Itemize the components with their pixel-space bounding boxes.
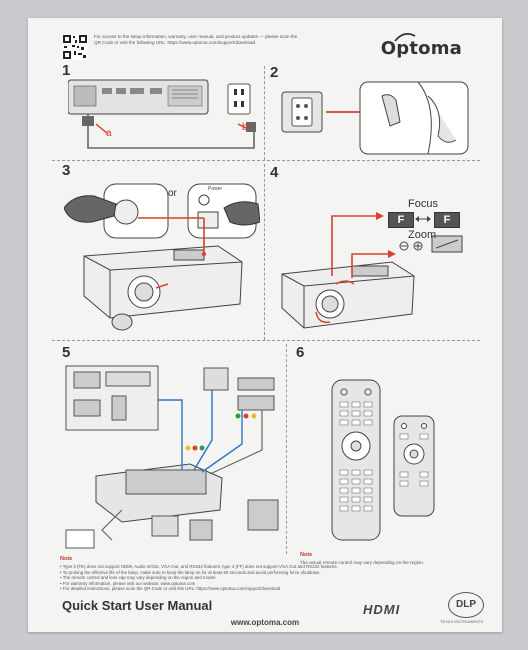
focus-label: Focus xyxy=(408,198,438,210)
focus-f-far: F xyxy=(434,212,460,228)
note-item: To prolong the effective life of the lam… xyxy=(60,570,470,576)
remote-controls-illustration xyxy=(331,379,435,541)
power-on-illustration xyxy=(64,183,260,331)
footer-notes: Type 3 (FE) does not support HDMI, Audio… xyxy=(60,564,470,592)
lens-cap-removal-illustration xyxy=(281,81,469,155)
remote-note: The actual remote control may vary depen… xyxy=(300,560,425,565)
label-a: a xyxy=(106,128,112,139)
step-number-2: 2 xyxy=(270,64,279,81)
dlp-subtitle: TEXAS INSTRUMENTS xyxy=(440,619,484,624)
step-number-4: 4 xyxy=(270,164,279,181)
divider xyxy=(52,160,480,161)
note-item: Type 3 (FE) does not support HDMI, Audio… xyxy=(60,564,470,570)
qr-code-icon xyxy=(62,34,88,60)
website-url: www.optoma.com xyxy=(230,618,300,627)
header-note: For access to the setup information, war… xyxy=(94,34,298,45)
step-number-5: 5 xyxy=(62,344,71,361)
footer-note-title: Note xyxy=(60,556,73,562)
step-number-1: 1 xyxy=(62,62,71,79)
note-item: For warranty information, please visit o… xyxy=(60,581,470,587)
note-item: For detailed instructions, please scan t… xyxy=(60,586,470,592)
divider xyxy=(52,340,480,341)
label-b: b* xyxy=(242,122,252,133)
divider xyxy=(264,66,265,160)
step-number-6: 6 xyxy=(296,344,305,361)
divider xyxy=(264,164,265,340)
brand-logo: Optoma xyxy=(380,38,462,59)
zoom-label: Zoom xyxy=(408,229,437,241)
or-label: or xyxy=(168,188,177,199)
connection-diagram-illustration xyxy=(65,365,279,549)
hdmi-logo: HDMI xyxy=(363,602,401,617)
focus-f-near: F xyxy=(388,212,414,228)
step-number-3: 3 xyxy=(62,162,71,179)
divider xyxy=(286,344,287,554)
quick-start-sheet: For access to the setup information, war… xyxy=(28,18,502,632)
focus-zoom-illustration xyxy=(281,212,463,329)
projector-rear-power-illustration xyxy=(68,79,256,149)
optoma-swoosh-icon xyxy=(394,33,416,42)
dlp-logo: DLP xyxy=(448,592,484,618)
manual-title: Quick Start User Manual xyxy=(62,598,213,613)
double-arrow-icon xyxy=(415,216,431,222)
power-label: Power xyxy=(208,186,223,192)
remote-note-title: Note xyxy=(300,552,313,558)
note-item: The remote control and lens cap may vary… xyxy=(60,575,470,581)
